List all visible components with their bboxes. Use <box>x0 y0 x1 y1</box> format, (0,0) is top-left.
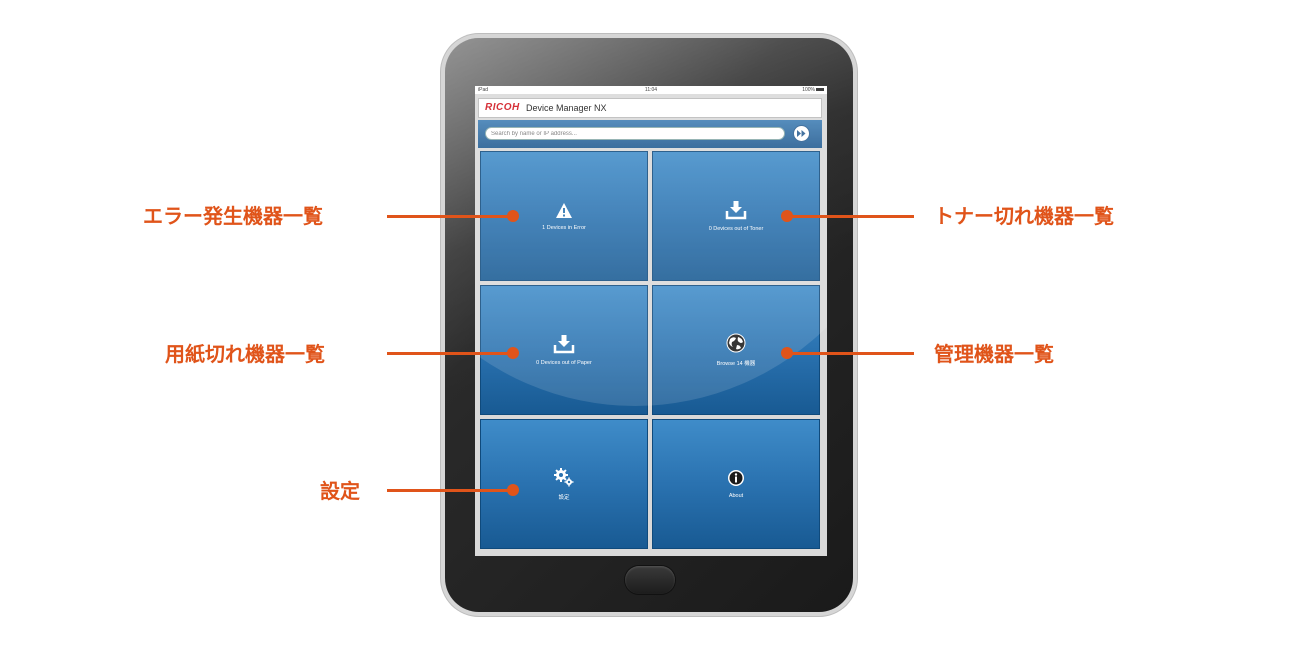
tile-label: 設定 <box>558 495 570 501</box>
status-bar: iPad 11:04 100% <box>475 86 827 94</box>
callout-dot-error <box>507 210 519 222</box>
callout-managed-list: 管理機器一覧 <box>934 342 1054 366</box>
search-input[interactable] <box>485 127 785 140</box>
callout-dot-managed <box>781 347 793 359</box>
callout-line-toner <box>788 215 914 218</box>
tile-label: 1 Devices in Error <box>542 224 586 231</box>
download-tray-icon <box>725 201 747 220</box>
callout-dot-paper <box>507 347 519 359</box>
callout-toner-list: トナー切れ機器一覧 <box>934 204 1114 228</box>
status-battery: 100% <box>802 87 824 93</box>
status-device: iPad <box>478 87 489 93</box>
tile-browse-devices[interactable]: Browse 14 機器 <box>652 285 820 415</box>
tile-settings[interactable]: 設定 <box>480 419 648 549</box>
fast-forward-icon <box>797 130 806 137</box>
callout-dot-toner <box>781 210 793 222</box>
battery-label: 100% <box>802 87 815 93</box>
battery-icon <box>816 88 824 92</box>
tile-label: About <box>728 493 744 499</box>
callout-settings: 設定 <box>320 479 360 503</box>
callout-paper-list: 用紙切れ機器一覧 <box>165 342 325 366</box>
ricoh-logo: RICOH <box>485 102 520 113</box>
callout-line-settings <box>387 489 514 492</box>
home-button[interactable] <box>625 566 675 594</box>
tile-about[interactable]: About <box>652 419 820 549</box>
warning-icon <box>556 202 572 218</box>
search-bar <box>478 120 822 148</box>
callout-line-paper <box>387 352 514 355</box>
tile-label: Browse 14 機器 <box>716 361 756 367</box>
search-go-button[interactable] <box>793 125 810 142</box>
globe-icon <box>726 333 746 353</box>
tile-label: 0 Devices out of Paper <box>536 360 592 366</box>
gears-icon <box>554 468 574 487</box>
app-header: RICOH Device Manager NX <box>478 98 822 118</box>
tile-devices-out-of-paper[interactable]: 0 Devices out of Paper <box>480 285 648 415</box>
tablet-screen: iPad 11:04 100% RICOH Device Manager NX … <box>475 86 827 556</box>
callout-line-error <box>387 215 514 218</box>
download-tray-icon <box>553 335 575 354</box>
tile-label: 0 Devices out of Toner <box>708 226 764 232</box>
callout-error-list: エラー発生機器一覧 <box>143 204 323 228</box>
status-time: 11:04 <box>644 87 658 93</box>
info-icon <box>728 470 744 486</box>
callout-dot-settings <box>507 484 519 496</box>
app-title: Device Manager NX <box>526 103 607 113</box>
callout-line-managed <box>788 352 914 355</box>
